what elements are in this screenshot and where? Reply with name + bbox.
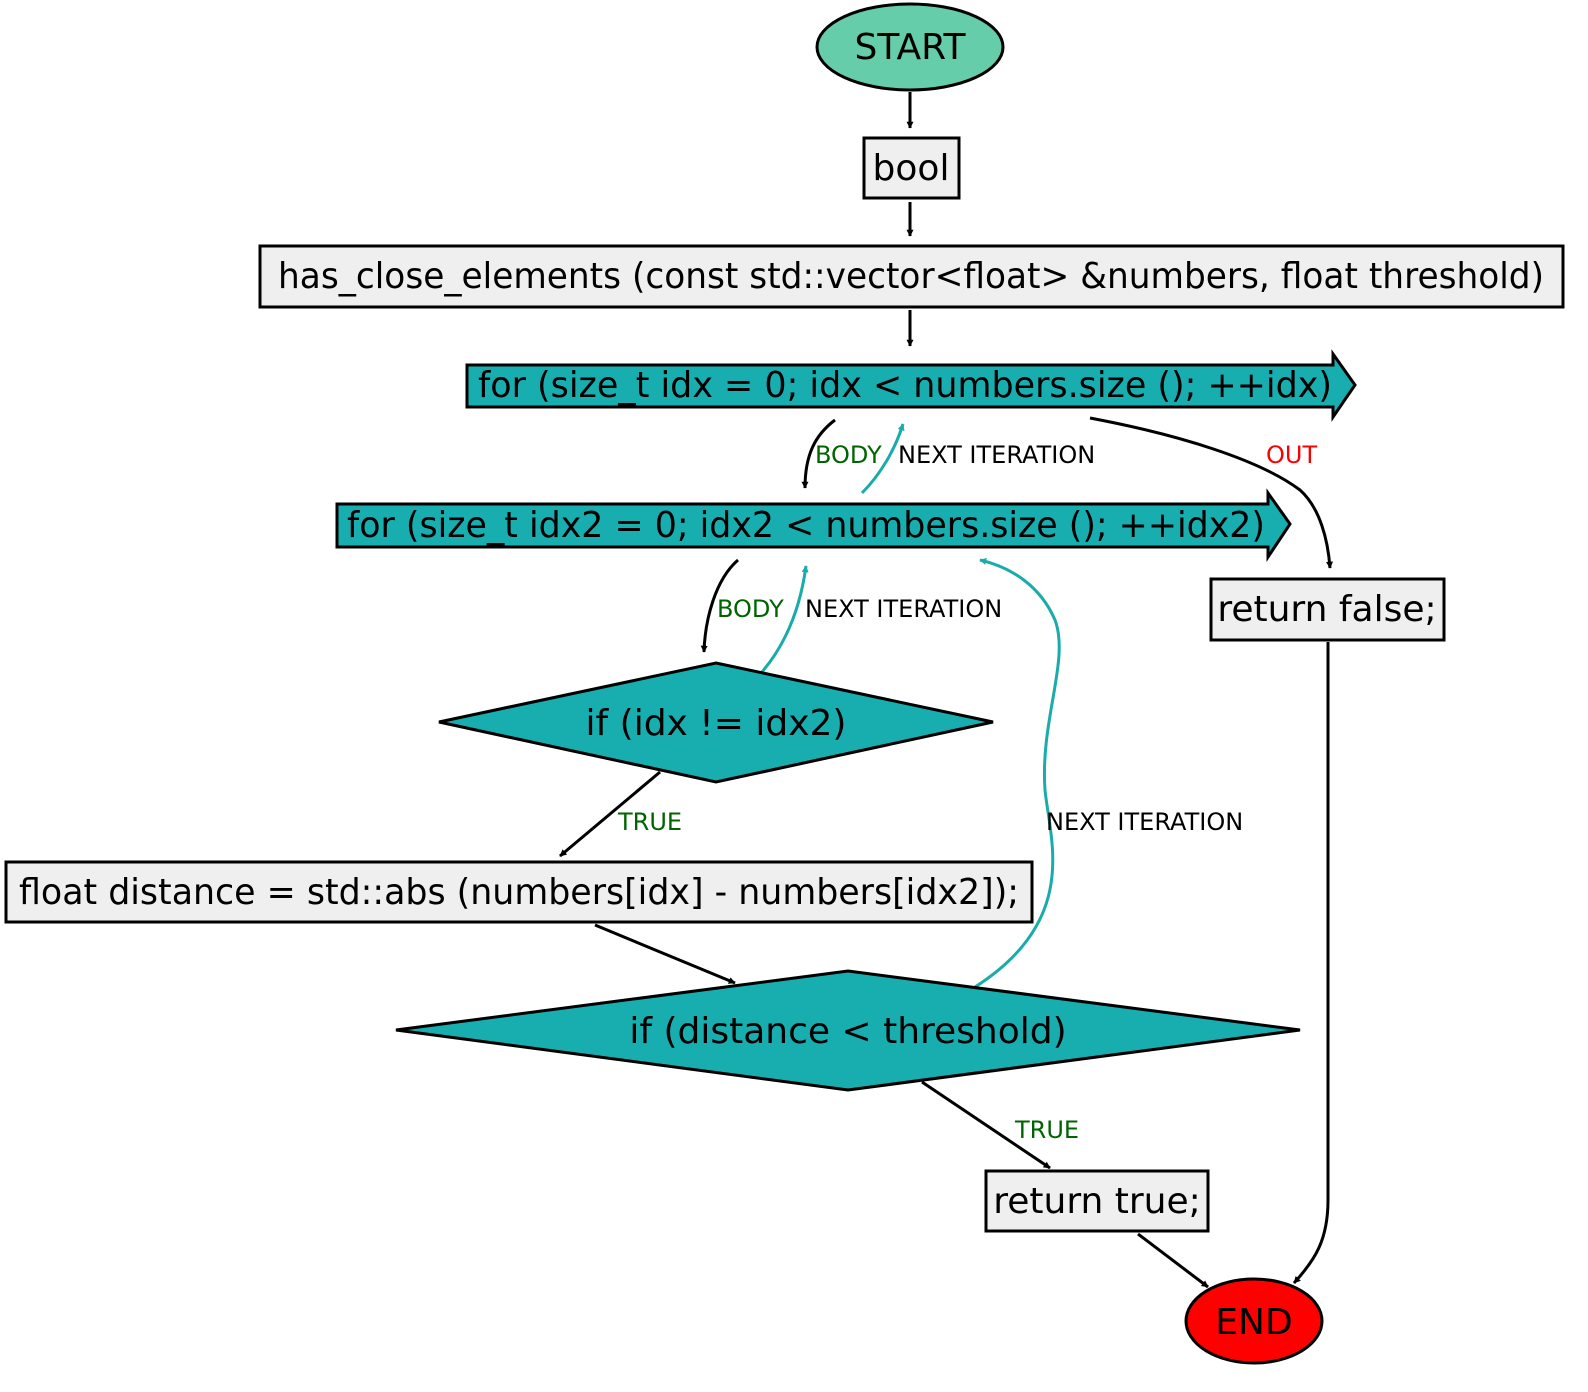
if-threshold-label: if (distance < threshold) [629,1011,1066,1052]
if-idx-decision: if (idx != idx2) [438,661,994,784]
edge-outer-body [801,418,836,489]
loop-outer-node: for (size_t idx = 0; idx < numbers.size … [465,349,1357,422]
bool-label: bool [873,148,950,189]
start-label: START [854,27,966,68]
edge-label-next-outer: NEXT ITERATION [898,441,1095,469]
nodes: START bool has_close_elements (const std… [4,2,1565,1365]
start-node: START [815,2,1005,92]
end-node: END [1184,1277,1324,1365]
signature-label: has_close_elements (const std::vector<fl… [278,256,1544,297]
edge-threshold-true [921,1080,1051,1170]
edge-inner-next-iteration [760,565,809,673]
edge-label-body-outer: BODY [815,441,882,469]
edge-idx-true [559,770,661,858]
edge-label-next-threshold: NEXT ITERATION [1046,808,1243,836]
distance-node: float distance = std::abs (numbers[idx] … [4,860,1034,924]
edge-return-true-to-end [1137,1232,1209,1289]
loop-inner-node: for (size_t idx2 = 0; idx2 < numbers.siz… [335,488,1292,562]
return-true-label: return true; [993,1181,1201,1222]
edge-distance-to-if-threshold [594,923,736,985]
edge-inner-body [700,558,739,653]
return-false-label: return false; [1217,589,1436,630]
end-label: END [1215,1302,1292,1343]
edge-return-false-to-end [1292,642,1330,1285]
return-true-node: return true; [984,1169,1210,1233]
loop-outer-label: for (size_t idx = 0; idx < numbers.size … [478,365,1332,406]
signature-node: has_close_elements (const std::vector<fl… [258,244,1565,309]
edge-label-true-idx: TRUE [617,808,682,836]
loop-inner-label: for (size_t idx2 = 0; idx2 < numbers.siz… [347,505,1265,546]
return-false-node: return false; [1209,577,1446,642]
edge-label-body-inner: BODY [717,595,784,623]
if-idx-label: if (idx != idx2) [586,703,847,744]
edge-outer-out [1089,416,1334,569]
edge-outer-next-iteration [860,423,905,495]
edges [559,92,1334,1289]
edge-label-true-threshold: TRUE [1014,1116,1079,1144]
bool-node: bool [862,136,961,200]
edge-label-out: OUT [1266,441,1317,469]
edge-labels: BODY NEXT ITERATION OUT BODY NEXT ITERAT… [617,441,1317,1144]
edge-threshold-next-iteration [974,558,1061,989]
if-threshold-decision: if (distance < threshold) [395,969,1301,1092]
distance-label: float distance = std::abs (numbers[idx] … [19,872,1019,913]
edge-label-next-inner: NEXT ITERATION [805,595,1002,623]
